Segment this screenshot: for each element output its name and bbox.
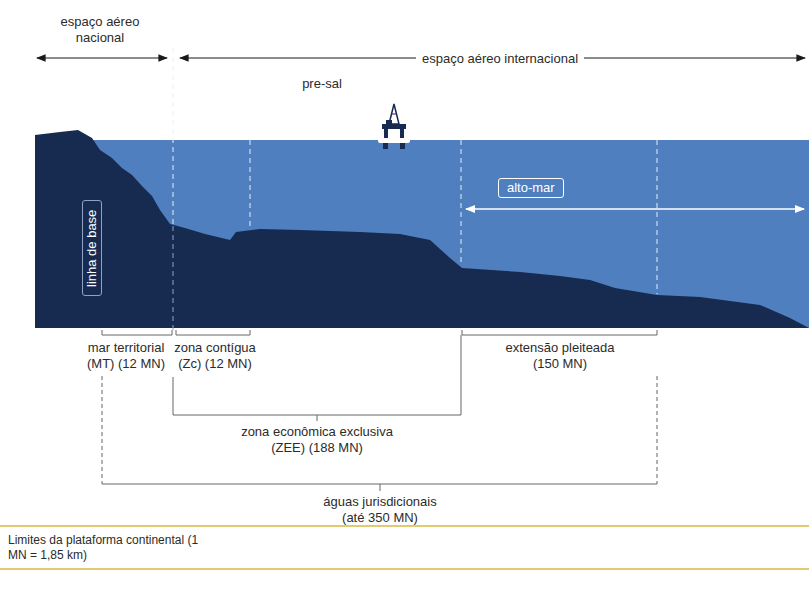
node-text: alto-mar xyxy=(507,180,555,196)
label-text: mar territorial (MT) (12 MN) xyxy=(87,340,165,371)
label-text: águas jurisdicionais (até 350 MN) xyxy=(323,494,436,525)
caption-rule xyxy=(0,525,809,527)
zone-limit xyxy=(173,226,174,332)
zone-label: extensão pleiteada (150 MN) xyxy=(495,340,625,372)
label-text: extensão pleiteada (150 MN) xyxy=(505,340,614,371)
airspace-label: espaço aéreo nacional xyxy=(55,14,145,46)
zone-label: mar territorial (MT) (12 MN) xyxy=(78,340,174,372)
label-text: zona econômica exclusiva (ZEE) (188 MN) xyxy=(241,424,393,455)
caption-text: Limites da plataforma continental (1 MN … xyxy=(8,533,198,562)
seabed xyxy=(35,130,809,328)
zone-label: zona econômica exclusiva (ZEE) (188 MN) xyxy=(237,424,397,456)
node-text: linha de base xyxy=(84,209,100,287)
label-text: pre-sal xyxy=(302,76,342,91)
bracket xyxy=(102,330,657,491)
zone-limit xyxy=(173,48,657,294)
label-text: espaço aéreo nacional xyxy=(61,14,140,45)
label-text: zona contígua (Zc) (12 MN) xyxy=(174,340,256,371)
zone-label: zona contígua (Zc) (12 MN) xyxy=(167,340,263,372)
zone-label: águas jurisdicionais (até 350 MN) xyxy=(315,494,445,526)
high-seas-box: alto-mar xyxy=(498,178,564,198)
caption-rule xyxy=(0,568,809,570)
presalt-label: pre-sal xyxy=(287,76,357,92)
baseline-box: linha de base xyxy=(82,200,102,296)
high-seas-arrow xyxy=(466,208,804,210)
caption: Limites da plataforma continental (1 MN … xyxy=(8,533,218,563)
bracket-dashed xyxy=(102,376,657,484)
label-text: espaço aéreo internacional xyxy=(416,51,584,66)
airspace-label: espaço aéreo internacional xyxy=(370,51,630,67)
oil-rig xyxy=(378,104,410,149)
